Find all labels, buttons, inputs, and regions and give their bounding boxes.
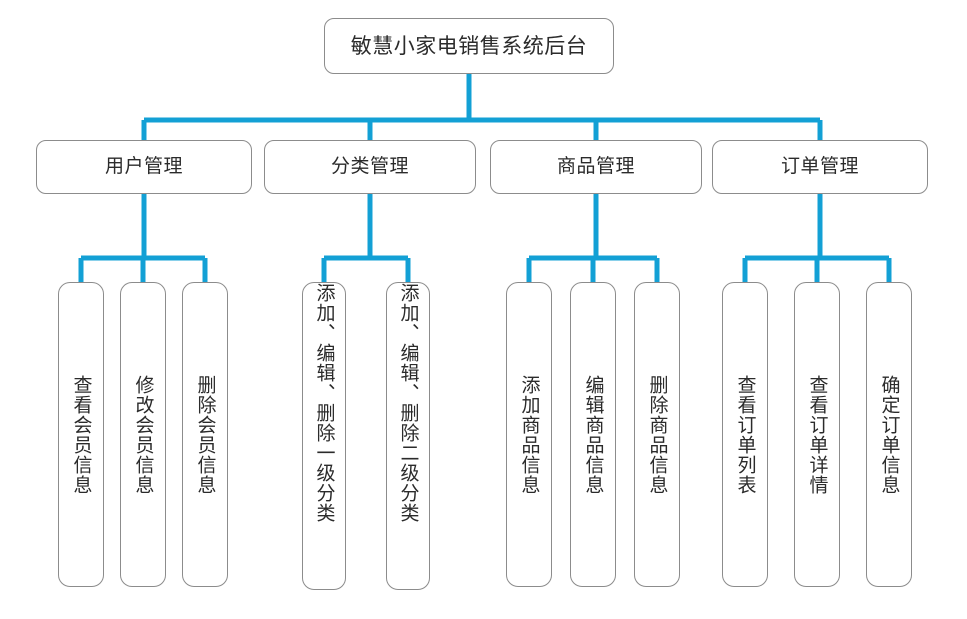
node-leaf-confirm-order-info[interactable]: 确定订单信息: [866, 282, 912, 587]
node-leaf-view-order-list[interactable]: 查看订单列表: [722, 282, 768, 587]
node-leaf-label: 查看订单详情: [806, 374, 829, 495]
node-leaf-manage-level1-category[interactable]: 添加、编辑、删除一级分类: [302, 282, 346, 590]
node-branch-label: 分类管理: [330, 155, 409, 178]
node-leaf-edit-member-info[interactable]: 修改会员信息: [120, 282, 166, 587]
node-root[interactable]: 敏慧小家电销售系统后台: [324, 18, 614, 74]
node-leaf-add-product-info[interactable]: 添加商品信息: [506, 282, 552, 587]
node-leaf-label: 添加、编辑、删除二级分类: [397, 283, 420, 523]
node-branch-label: 用户管理: [104, 155, 183, 178]
node-branch-label: 订单管理: [780, 155, 859, 178]
node-leaf-label: 查看订单列表: [734, 374, 757, 495]
node-leaf-view-member-info[interactable]: 查看会员信息: [58, 282, 104, 587]
node-branch-user-management[interactable]: 用户管理: [36, 140, 252, 194]
node-branch-category-management[interactable]: 分类管理: [264, 140, 476, 194]
node-leaf-label: 修改会员信息: [132, 374, 155, 495]
node-leaf-delete-member-info[interactable]: 删除会员信息: [182, 282, 228, 587]
node-leaf-manage-level2-category[interactable]: 添加、编辑、删除二级分类: [386, 282, 430, 590]
node-leaf-label: 添加商品信息: [518, 374, 541, 495]
node-leaf-label: 删除商品信息: [646, 374, 669, 495]
node-branch-product-management[interactable]: 商品管理: [490, 140, 702, 194]
node-leaf-label: 添加、编辑、删除一级分类: [313, 283, 336, 523]
node-leaf-label: 确定订单信息: [878, 374, 901, 495]
node-root-label: 敏慧小家电销售系统后台: [350, 33, 588, 58]
node-leaf-label: 编辑商品信息: [582, 374, 605, 495]
node-branch-order-management[interactable]: 订单管理: [712, 140, 928, 194]
node-leaf-delete-product-info[interactable]: 删除商品信息: [634, 282, 680, 587]
node-leaf-label: 查看会员信息: [70, 374, 93, 495]
node-leaf-view-order-detail[interactable]: 查看订单详情: [794, 282, 840, 587]
node-branch-label: 商品管理: [556, 155, 635, 178]
node-leaf-label: 删除会员信息: [194, 374, 217, 495]
node-leaf-edit-product-info[interactable]: 编辑商品信息: [570, 282, 616, 587]
